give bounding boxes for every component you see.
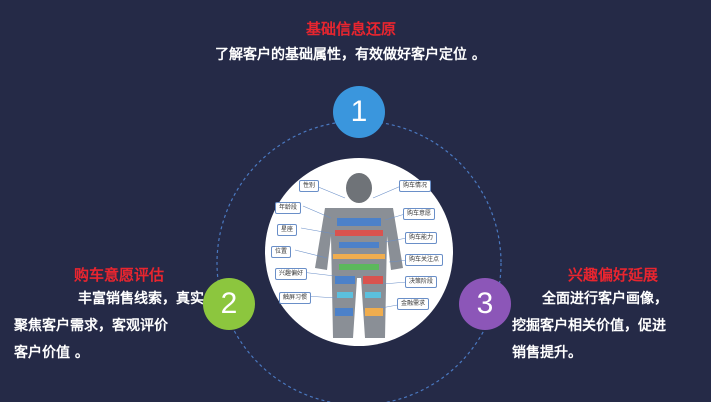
section2-desc: 丰富销售线索，真实 聚焦客户需求，客观评价 客户价值 。 [14, 286, 204, 367]
section1-desc: 了解客户的基础属性，有效做好客户定位 。 [215, 47, 486, 63]
step-2-badge: 2 [203, 278, 255, 330]
tag-location: 位置 [271, 246, 292, 258]
tag-purchase-intent: 购车意愿 [403, 208, 436, 220]
tag-purchase-status: 购车情况 [399, 180, 432, 192]
person-silhouette-icon [294, 173, 410, 338]
section3-desc-line: 销售提升。 [512, 345, 582, 361]
tag-decision-stage: 决策阶段 [405, 276, 438, 288]
tag-purchase-ability: 购车能力 [405, 232, 438, 244]
tag-interests: 兴趣偏好 [275, 268, 308, 280]
section3-desc: 全面进行客户画像， 挖掘客户相关价值，促进 销售提升。 [512, 286, 708, 367]
tag-finance-needs: 金融需求 [397, 298, 430, 310]
customer-profile-figure: 性别 年龄段 星座 位置 兴趣偏好 触屏习惯 购车情况 购车意愿 购车能力 购车… [265, 158, 453, 346]
section2-desc-line: 丰富销售线索，真实 [78, 291, 204, 307]
step-3-badge: 3 [459, 278, 511, 330]
tag-purchase-focus: 购车关注点 [405, 254, 444, 266]
tag-age-group: 年龄段 [275, 202, 302, 214]
section2-title: 购车意愿评估 [74, 266, 165, 284]
section2-desc-line: 聚焦客户需求，客观评价 [14, 318, 168, 334]
section1-title: 基础信息还原 [306, 20, 397, 38]
section3-title: 兴趣偏好延展 [568, 266, 659, 284]
step-1-badge: 1 [333, 86, 385, 138]
tag-touch-habits: 触屏习惯 [279, 292, 312, 304]
section3-desc-line: 挖掘客户相关价值，促进 [512, 318, 666, 334]
tag-gender: 性别 [299, 180, 320, 192]
section3-desc-line: 全面进行客户画像， [542, 291, 668, 307]
tag-zodiac: 星座 [277, 224, 298, 236]
section2-desc-line: 客户价值 。 [14, 345, 89, 361]
